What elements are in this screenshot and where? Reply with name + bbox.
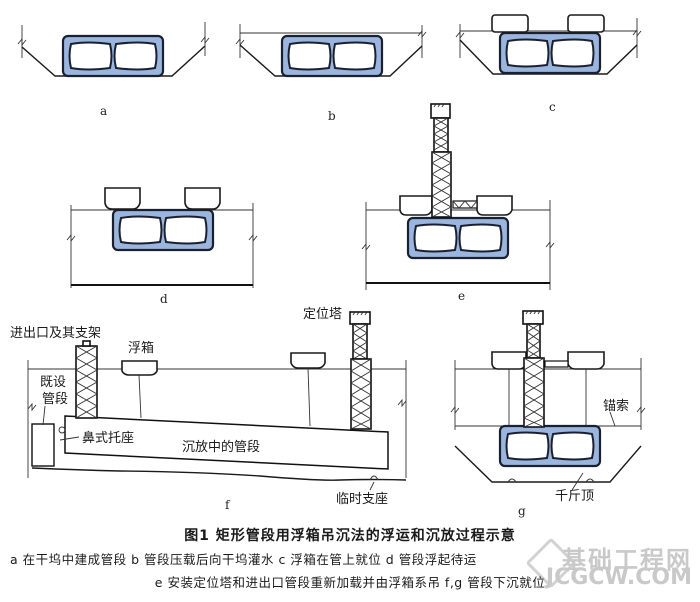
pontoon [121, 360, 158, 376]
pontoon [491, 351, 527, 370]
panel-c: c [455, 14, 642, 114]
panel-label-b: b [328, 109, 336, 123]
label-anchor-cable: 锚索 [603, 399, 629, 414]
label-jack: 千斤顶 [555, 489, 594, 504]
positioning-tower-g [522, 310, 545, 428]
tube-segment-e [406, 216, 510, 260]
tube-segment-b [280, 34, 384, 78]
positioning-tower-f [349, 311, 372, 430]
tube-segment-g [498, 424, 602, 468]
panel-g: 锚索 千斤顶 g [450, 310, 646, 518]
inlet-frame-tower [75, 340, 98, 419]
panel-e: e [361, 103, 555, 303]
tube-segment-c [498, 31, 602, 75]
pontoon [491, 14, 529, 33]
label-existing-segment-2: 管段 [42, 392, 68, 407]
label-pontoon: 浮箱 [128, 340, 154, 356]
label-inlet-frame: 进出口及其支架 [10, 326, 101, 341]
label-sinking-segment: 沉放中的管段 [182, 439, 260, 455]
watermark-text: 基础工程网 [562, 546, 692, 574]
pontoon [104, 187, 141, 210]
figure-caption-line2: e 安装定位塔和进出口管段重新加载并由浮箱系吊 f,g 管段下沉就位 [154, 575, 546, 590]
existing-segment [31, 423, 55, 467]
sinking-segment [64, 415, 389, 470]
tube-segment-a [61, 34, 165, 78]
pontoon [399, 195, 433, 216]
panel-b: b [235, 24, 427, 123]
panel-label-d: d [160, 292, 168, 306]
positioning-tower [430, 103, 452, 218]
watermark-url: JCGCW.COM [545, 565, 692, 590]
figure-title: 图1 矩形管段用浮箱吊沉法的浮运和沉放过程示意 [184, 528, 516, 544]
tube-segment-d [111, 208, 215, 252]
panel-label-e: e [458, 289, 465, 303]
panel-f: 进出口及其支架 浮箱 既设 管段 鼻式托座 沉放中的管段 定位塔 临时支座 f [10, 307, 407, 512]
connector-truss [452, 200, 478, 209]
panel-label-c: c [549, 100, 556, 114]
panel-d: d [66, 187, 258, 306]
pontoon [476, 195, 513, 216]
panel-a: a [17, 22, 210, 118]
panel-label-g: g [518, 504, 526, 518]
label-existing-segment-1: 既设 [40, 375, 66, 390]
pontoon [184, 187, 221, 210]
panel-label-a: a [100, 104, 107, 118]
figure-caption-line1: a 在干坞中建成管段 b 管段压载后向干坞灌水 c 浮箱在管上就位 d 管段浮起… [10, 552, 477, 567]
pontoon [567, 351, 605, 370]
label-temp-support: 临时支座 [336, 492, 388, 507]
panel-label-f: f [225, 498, 231, 512]
pontoon [290, 352, 326, 369]
label-positioning-tower: 定位塔 [303, 307, 342, 322]
label-nose-bearing: 鼻式托座 [82, 430, 134, 446]
pontoon [567, 14, 605, 33]
connector-truss [544, 360, 569, 368]
